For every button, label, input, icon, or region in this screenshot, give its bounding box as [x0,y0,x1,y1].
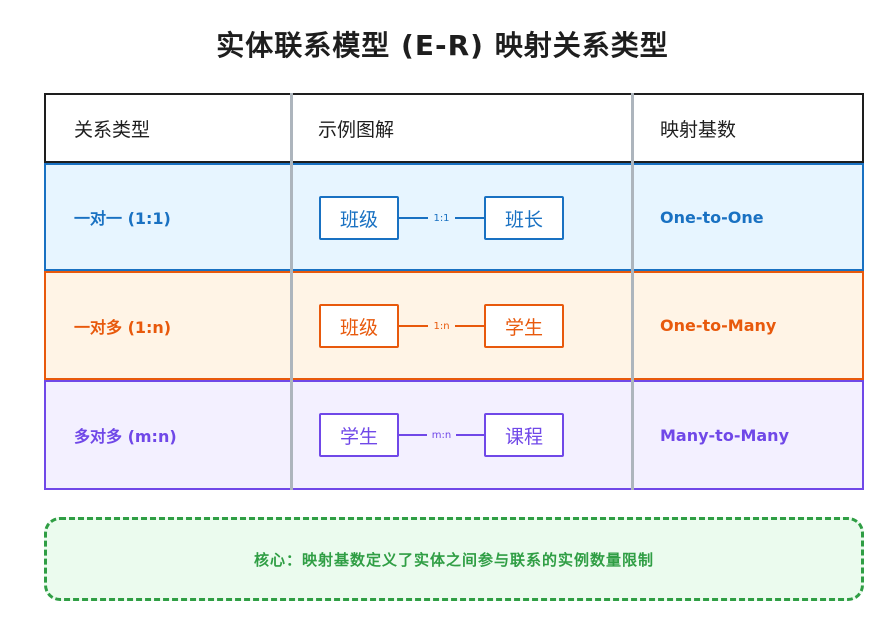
connector-line [399,325,429,327]
relationship-label: 1:1 [433,212,450,224]
example-diagram: 班级 1:n 学生 [316,273,616,378]
relationship-connector: 1:n [399,316,485,336]
example-diagram: 学生 m:n 课程 [316,382,616,488]
header-cardinality: 映射基数 [660,118,737,141]
relationship-label: m:n [431,429,452,441]
relationship-connector: 1:1 [399,208,484,228]
core-note-box: 核心：映射基数定义了实体之间参与联系的实例数量限制 [44,517,864,601]
example-diagram: 班级 1:1 班长 [316,165,616,269]
header-relation-type: 关系类型 [74,118,151,141]
cardinality-label: Many-to-Many [660,425,789,445]
entity-box-left: 学生 [319,413,399,457]
table-row-many-to-many: 多对多 (m:n) 学生 m:n 课程 Many-to-Many [44,380,864,490]
connector-line [399,217,429,219]
table-row-one-to-one: 一对一 (1:1) 班级 1:1 班长 One-to-One [44,163,864,271]
relationship-label: 1:n [433,320,450,332]
table-row-one-to-many: 一对多 (1:n) 班级 1:n 学生 One-to-Many [44,271,864,380]
connector-line [399,434,427,436]
entity-box-right: 学生 [484,304,564,348]
connector-line [454,217,484,219]
column-divider [631,93,634,490]
diagram-title: 实体联系模型 (E-R) 映射关系类型 [216,29,669,62]
column-divider [290,93,293,490]
relation-type-label: 一对多 (1:n) [74,317,172,337]
relation-type-label: 多对多 (m:n) [74,427,177,446]
entity-box-right: 班长 [484,196,564,240]
cardinality-label: One-to-One [660,207,764,227]
table-header-row: 关系类型 示例图解 映射基数 [44,93,864,163]
header-example: 示例图解 [318,118,395,141]
entity-box-left: 班级 [319,304,399,348]
connector-line [456,434,485,436]
cardinality-label: One-to-Many [660,316,777,335]
connector-line [454,325,485,327]
entity-box-left: 班级 [319,196,399,240]
entity-box-right: 课程 [484,413,564,457]
relationship-connector: m:n [399,425,485,445]
relation-type-label: 一对一 (1:1) [74,209,171,228]
relationship-table: 关系类型 示例图解 映射基数 一对一 (1:1) 班级 1:1 班长 One-t… [44,93,864,490]
